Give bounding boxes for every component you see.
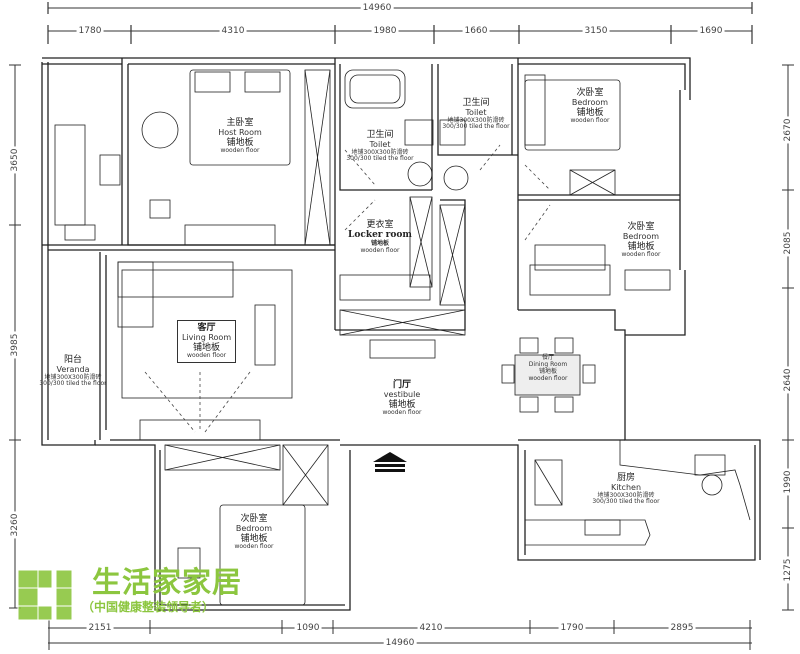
- floor-en: wooden floor: [570, 116, 610, 124]
- room-name-en: Bedroom: [622, 232, 660, 242]
- floor-cn: 地铺300X300防滑砖: [351, 148, 409, 156]
- dim-left: 3985: [10, 331, 20, 359]
- room-label-vestibule: 门厅 vestibule 铺地板 wooden floor: [382, 380, 421, 417]
- room-name-en: Veranda: [56, 365, 90, 375]
- entrance-arrow-icon: [373, 452, 407, 472]
- dim-top: 1980: [371, 26, 399, 36]
- room-name-en: Locker room: [348, 230, 412, 241]
- room-label-bedroom1: 次卧室 Bedroom 铺地板 wooden floor: [570, 88, 609, 125]
- room-label-toilet1: 卫生间 Toilet 地铺300X300防滑砖 300/300 tiled th…: [346, 130, 413, 163]
- room-name-en: Bedroom: [571, 98, 609, 108]
- floor-en: 300/300 tiled the floor: [346, 155, 414, 163]
- room-label-dining: 餐厅 Dining Room 铺地板 wooden floor: [528, 354, 568, 383]
- floor-cn: 铺地板: [193, 342, 221, 353]
- floor-cn: 铺地板: [388, 399, 416, 410]
- floor-en: wooden floor: [382, 408, 422, 416]
- dim-left: 3260: [10, 511, 20, 539]
- watermark-title: 生活家家居: [92, 565, 243, 599]
- room-name-en: Living Room: [182, 333, 232, 343]
- floor-en: wooden floor: [187, 351, 227, 359]
- room-name-en: Bedroom: [235, 524, 273, 534]
- dim-right: 1275: [783, 556, 793, 584]
- dim-bottom: 4210: [417, 623, 445, 633]
- room-label-living: 客厅 Living Room 铺地板 wooden floor: [177, 320, 237, 363]
- room-name-cn: 次卧室: [240, 514, 268, 524]
- dim-bottom: 1090: [294, 623, 322, 633]
- room-name-cn: 餐厅: [541, 354, 555, 361]
- dimension-lines: [9, 2, 794, 650]
- dim-bottom: 2895: [668, 623, 696, 633]
- room-name-cn: 主卧室: [226, 118, 254, 128]
- dim-bottom: 2151: [86, 623, 114, 633]
- dim-right: 1990: [783, 468, 793, 496]
- dim-top: 1690: [697, 26, 725, 36]
- room-label-veranda: 阳台 Veranda 地铺300X300防滑砖 300/300 tiled th…: [39, 355, 106, 388]
- dim-top: 3150: [582, 26, 610, 36]
- dim-bottom-total: 14960: [383, 638, 417, 648]
- dim-top: 4310: [219, 26, 247, 36]
- dim-top-total: 14960: [360, 3, 394, 13]
- floor-en: wooden floor: [234, 542, 274, 550]
- bedroom3-bed: [219, 504, 306, 606]
- sofa: [117, 261, 234, 298]
- floor-en: wooden floor: [220, 146, 260, 154]
- floor-cn: 铺地板: [226, 137, 254, 148]
- floor-cn: 铺地板: [370, 239, 390, 247]
- floor-en: wooden floor: [360, 246, 400, 254]
- furniture: [54, 69, 751, 606]
- floor-cn: 地铺300X300防滑砖: [44, 373, 102, 381]
- room-name-en: vestibule: [383, 390, 421, 400]
- room-name-cn: 次卧室: [627, 222, 655, 232]
- dining-table: [514, 354, 581, 396]
- floor-cn: 铺地板: [627, 241, 655, 252]
- floor-cn: 铺地板: [240, 533, 268, 544]
- room-name-cn: 卫生间: [462, 98, 490, 108]
- floor-cn: 铺地板: [538, 367, 558, 375]
- floor-en: 300/300 tiled the floor: [592, 498, 660, 506]
- room-name-cn: 卫生间: [366, 130, 394, 140]
- room-name-en: Host Room: [218, 128, 262, 138]
- dim-bottom: 1790: [558, 623, 586, 633]
- dim-right: 2670: [783, 116, 793, 144]
- room-label-master: 主卧室 Host Room 铺地板 wooden floor: [218, 118, 262, 155]
- dim-left: 3650: [10, 146, 20, 174]
- room-name-en: Dining Room: [528, 360, 568, 368]
- room-label-toilet2: 卫生间 Toilet 地铺300X300防滑砖 300/300 tiled th…: [442, 98, 509, 131]
- floor-en: 300/300 tiled the floor: [39, 380, 107, 388]
- floor-en: wooden floor: [621, 250, 661, 258]
- watermark-subtitle: （中国健康整装领导者）: [82, 600, 215, 614]
- room-label-bedroom2: 次卧室 Bedroom 铺地板 wooden floor: [621, 222, 660, 259]
- room-label-locker: 更衣室 Locker room 铺地板 wooden floor: [348, 220, 412, 254]
- room-name-cn: 客厅: [197, 323, 216, 333]
- master-bed: [189, 69, 291, 166]
- floor-cn: 铺地板: [576, 107, 604, 118]
- room-label-kitchen: 厨房 Kitchen 地铺300X300防滑砖 300/300 tiled th…: [592, 473, 659, 506]
- piano: [534, 244, 606, 271]
- room-name-cn: 更衣室: [366, 220, 394, 230]
- watermark-logo-icon: [17, 569, 73, 621]
- bathtub: [344, 69, 406, 109]
- dim-right: 2640: [783, 366, 793, 394]
- floor-en: 300/300 tiled the floor: [442, 123, 510, 131]
- dim-top: 1780: [76, 26, 104, 36]
- floor-cn: 地铺300X300防滑砖: [597, 491, 655, 499]
- room-name-cn: 门厅: [392, 380, 412, 390]
- floor-cn: 地铺300X300防滑砖: [447, 116, 505, 124]
- dim-right: 2085: [783, 229, 793, 257]
- room-label-bedroom3: 次卧室 Bedroom 铺地板 wooden floor: [234, 514, 273, 551]
- dim-top: 1660: [462, 26, 490, 36]
- room-name-en: Kitchen: [610, 483, 642, 493]
- floor-en: wooden floor: [528, 374, 568, 382]
- room-name-cn: 次卧室: [576, 88, 604, 98]
- room-name-cn: 阳台: [63, 355, 82, 365]
- door-swings: [144, 144, 551, 433]
- room-name-en: Toilet: [369, 140, 391, 150]
- room-name-cn: 厨房: [616, 473, 635, 483]
- room-name-en: Toilet: [465, 108, 487, 118]
